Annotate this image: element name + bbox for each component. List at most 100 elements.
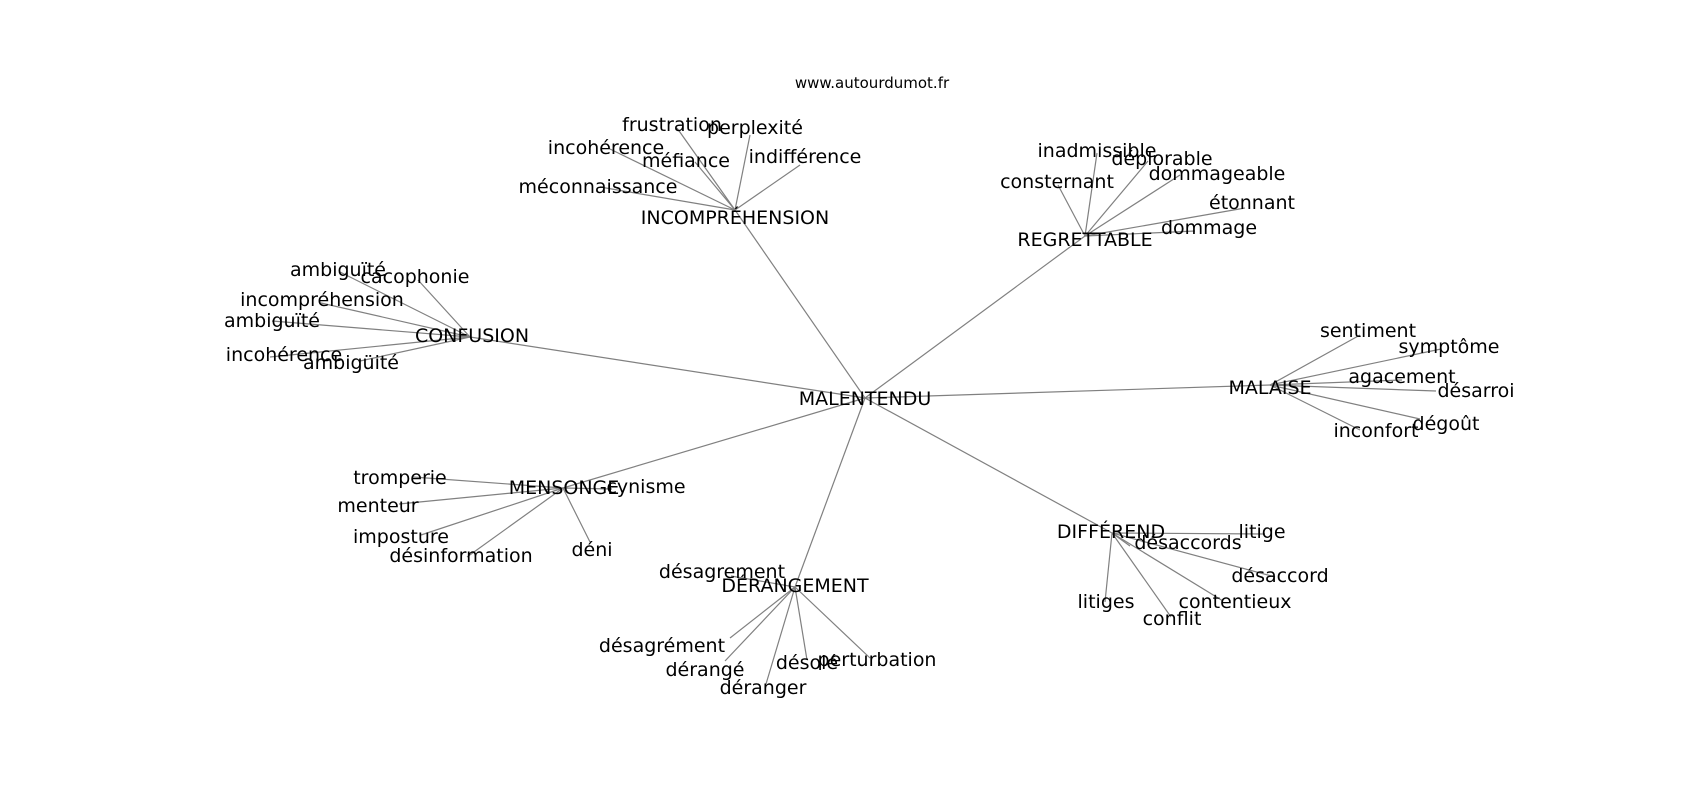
watermark: www.autourdumot.fr: [795, 74, 950, 92]
edge-hub-word: [794, 586, 871, 659]
related-word[interactable]: perturbation: [818, 649, 937, 671]
edge-hub-word: [1269, 384, 1361, 431]
hub-word[interactable]: CONFUSION: [415, 325, 529, 347]
edge-center-hub: [469, 336, 866, 399]
related-word[interactable]: désolé: [776, 652, 838, 674]
edge-hub-word: [1104, 532, 1113, 603]
edge-hub-word: [734, 164, 801, 211]
related-word[interactable]: désaccord: [1231, 565, 1328, 587]
edge-hub-word: [1057, 184, 1086, 237]
edge-hub-word: [562, 487, 613, 490]
edge-hub-word: [734, 134, 751, 211]
related-word[interactable]: contentieux: [1179, 591, 1292, 613]
edge-hub-word: [1111, 532, 1266, 535]
edge-hub-word: [412, 476, 564, 489]
related-word[interactable]: indifférence: [749, 146, 862, 168]
related-word[interactable]: agacement: [1348, 366, 1455, 388]
related-word[interactable]: ambiguïté: [290, 259, 386, 281]
edge-hub-word: [676, 127, 736, 211]
edge-center-hub: [864, 235, 1086, 399]
edge-hub-word: [269, 336, 471, 358]
related-word[interactable]: méconnaissance: [519, 176, 678, 198]
edge-hub-word: [609, 148, 736, 211]
related-word[interactable]: déranger: [720, 677, 807, 699]
edge-hub-word: [1084, 207, 1246, 237]
related-word[interactable]: méfiance: [642, 150, 730, 172]
edge-hub-word: [1084, 230, 1196, 237]
related-word[interactable]: dommageable: [1149, 163, 1286, 185]
edge-hub-word: [271, 320, 471, 338]
edge-hub-word: [729, 586, 796, 639]
edge-hub-word: [359, 336, 471, 362]
related-word[interactable]: désaccords: [1134, 532, 1241, 554]
related-word[interactable]: dommage: [1161, 217, 1257, 239]
edge-hub-word: [1269, 384, 1421, 420]
related-word[interactable]: cynisme: [606, 476, 685, 498]
hub-word[interactable]: MENSONGE: [509, 477, 620, 499]
hub-word[interactable]: INCOMPRÉHENSION: [641, 206, 829, 229]
edge-hub-word: [1269, 348, 1442, 386]
related-word[interactable]: déni: [571, 539, 612, 561]
related-word[interactable]: ambigüité: [303, 352, 399, 374]
edge-hub-word: [1084, 160, 1149, 237]
edge-center-hub: [794, 397, 866, 588]
edge-hub-word: [730, 575, 796, 588]
hub-word[interactable]: DIFFÉREND: [1057, 520, 1165, 543]
related-word[interactable]: litige: [1238, 521, 1285, 543]
related-word[interactable]: désinformation: [389, 545, 532, 567]
edge-hub-word: [1111, 532, 1224, 602]
related-word[interactable]: conflit: [1143, 608, 1202, 630]
edge-hub-word: [1269, 379, 1403, 386]
related-word[interactable]: étonnant: [1209, 192, 1295, 214]
edge-hub-word: [562, 487, 591, 543]
edge-hub-word: [1111, 532, 1172, 618]
edge-center-hub: [864, 397, 1113, 534]
related-word[interactable]: incompréhension: [240, 289, 404, 311]
related-word[interactable]: litiges: [1078, 591, 1135, 613]
related-word[interactable]: imposture: [353, 526, 449, 548]
related-word[interactable]: inadmissible: [1038, 140, 1157, 162]
edge-hub-word: [765, 586, 796, 685]
edge-hub-word: [417, 279, 471, 338]
edge-hub-word: [1111, 532, 1276, 578]
related-word[interactable]: déplorable: [1111, 148, 1212, 170]
related-word[interactable]: désarroi: [1437, 380, 1514, 402]
edge-hub-word: [398, 487, 564, 505]
edge-hub-word: [694, 161, 736, 211]
edge-center-hub: [734, 209, 866, 399]
hub-word[interactable]: MALAISE: [1228, 377, 1311, 399]
related-word[interactable]: symptôme: [1399, 336, 1500, 358]
related-word[interactable]: tromperie: [353, 467, 447, 489]
edge-center-hub: [562, 397, 866, 489]
edge-hub-word: [599, 186, 736, 211]
edge-hub-word: [1269, 334, 1361, 386]
edge-hub-word: [1269, 384, 1437, 392]
edge-hub-word: [1084, 174, 1181, 237]
hub-word[interactable]: REGRETTABLE: [1017, 229, 1152, 251]
related-word[interactable]: inconfort: [1333, 420, 1418, 442]
edge-hub-word: [420, 487, 564, 536]
edge-hub-word: [466, 487, 564, 558]
related-word[interactable]: désagrément: [599, 635, 725, 657]
graph-labels: MALENTENDU INCOMPRÉHENSION frustrationperp…: [224, 114, 1515, 699]
edge-hub-word: [794, 586, 808, 661]
related-word[interactable]: désagrement: [659, 561, 785, 583]
related-word[interactable]: incohérence: [226, 344, 342, 366]
related-word[interactable]: cacophonie: [361, 266, 470, 288]
related-word[interactable]: incohérence: [548, 137, 664, 159]
edge-hub-word: [724, 586, 796, 662]
related-word[interactable]: ambiguïté: [224, 310, 320, 332]
related-word[interactable]: sentiment: [1320, 320, 1416, 342]
edge-center-hub: [864, 384, 1271, 399]
hub-word[interactable]: DÉRANGEMENT: [721, 574, 869, 597]
related-word[interactable]: perplexité: [707, 117, 803, 139]
related-word[interactable]: menteur: [337, 495, 418, 517]
related-word[interactable]: frustration: [622, 114, 722, 136]
edge-hub-word: [1084, 152, 1098, 237]
related-word[interactable]: dégoût: [1413, 413, 1480, 435]
center-word[interactable]: MALENTENDU: [799, 388, 932, 410]
graph-edges: [269, 127, 1442, 685]
related-word[interactable]: dérangé: [666, 659, 745, 681]
related-word[interactable]: consternant: [1000, 171, 1114, 193]
